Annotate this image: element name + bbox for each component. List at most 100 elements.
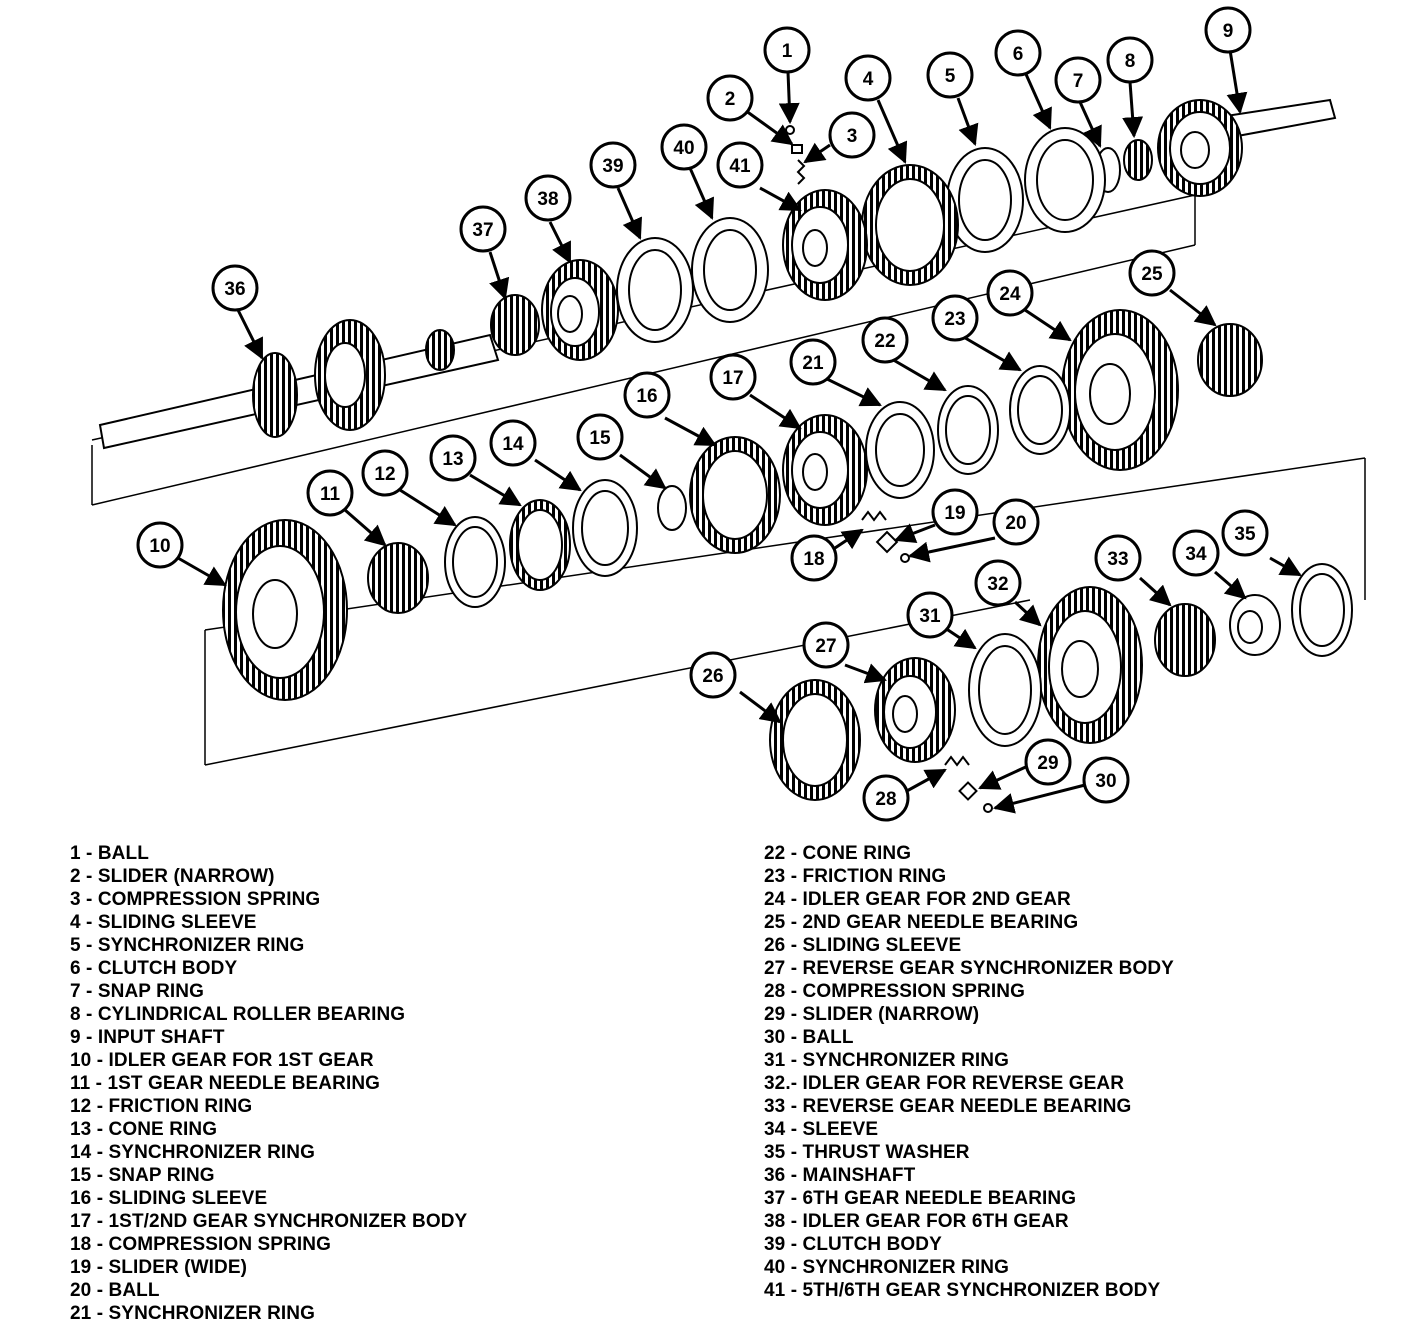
callout-8: 8 [1106, 36, 1154, 84]
legend-item: 23 - FRICTION RING [764, 866, 947, 887]
legend-left-column: 1 - BALL 2 - SLIDER (NARROW) 3 - COMPRES… [70, 842, 467, 1325]
callout-27: 27 [802, 621, 850, 669]
svg-text:22: 22 [874, 331, 895, 352]
legend-item: 18 - COMPRESSION SPRING [70, 1234, 331, 1255]
callout-25: 25 [1128, 249, 1176, 297]
svg-text:15: 15 [589, 428, 611, 449]
roller-bearing-8 [1123, 139, 1153, 181]
legend-item: 30 - BALL [764, 1027, 854, 1048]
svg-text:25: 25 [1141, 264, 1163, 285]
legend-item: 25 - 2ND GEAR NEEDLE BEARING [764, 912, 1079, 933]
slider-19 [875, 530, 899, 554]
svg-text:38: 38 [537, 189, 558, 210]
svg-text:19: 19 [944, 503, 965, 524]
callout-11: 11 [306, 469, 354, 517]
svg-text:13: 13 [442, 449, 463, 470]
legend-item: 28 - COMPRESSION SPRING [764, 981, 1025, 1002]
legend-item: 31 - SYNCHRONIZER RING [764, 1050, 1010, 1071]
svg-text:34: 34 [1185, 544, 1207, 565]
legend-item: 16 - SLIDING SLEEVE [70, 1188, 268, 1209]
svg-text:32: 32 [987, 574, 1008, 595]
svg-text:20: 20 [1005, 513, 1026, 534]
svg-text:3: 3 [847, 126, 858, 147]
callout-39: 39 [589, 141, 637, 189]
ball-20 [900, 553, 910, 563]
svg-text:29: 29 [1037, 753, 1058, 774]
callout-26: 26 [689, 651, 737, 699]
svg-text:5: 5 [945, 66, 956, 87]
callout-17: 17 [709, 353, 757, 401]
legend-item: 7 - SNAP RING [70, 981, 204, 1002]
legend-item: 36 - MAINSHAFT [764, 1165, 916, 1186]
ball-1 [785, 125, 795, 135]
legend-item: 26 - SLIDING SLEEVE [764, 935, 962, 956]
legend-item: 2 - SLIDER (NARROW) [70, 866, 275, 887]
callout-36: 36 [211, 264, 259, 312]
callout-37: 37 [459, 205, 507, 253]
callout-21: 21 [789, 338, 837, 386]
svg-text:27: 27 [815, 636, 836, 657]
callout-31: 31 [906, 591, 954, 639]
callout-1: 1 [763, 26, 811, 74]
callout-24: 24 [986, 269, 1034, 317]
callout-12: 12 [361, 449, 409, 497]
legend-item: 5 - SYNCHRONIZER RING [70, 935, 305, 956]
callout-28: 28 [862, 774, 910, 822]
svg-text:1: 1 [782, 41, 793, 62]
callout-33: 33 [1094, 534, 1142, 582]
legend-item: 37 - 6TH GEAR NEEDLE BEARING [764, 1188, 1077, 1209]
slider-2 [791, 144, 803, 154]
legend-item: 6 - CLUTCH BODY [70, 958, 238, 979]
legend-item: 12 - FRICTION RING [70, 1096, 253, 1117]
svg-text:4: 4 [863, 69, 874, 90]
needle-bearing-11 [367, 542, 429, 614]
svg-text:12: 12 [374, 464, 395, 485]
legend-item: 9 - INPUT SHAFT [70, 1027, 225, 1048]
exploded-view-diagram: 1 2 3 4 5 6 7 8 9 10 11 12 13 14 15 16 1… [91, 6, 1366, 822]
callout-13: 13 [429, 434, 477, 482]
snap-ring-15 [657, 485, 687, 531]
svg-text:18: 18 [803, 549, 824, 570]
legend-item: 38 - IDLER GEAR FOR 6TH GEAR [764, 1211, 1069, 1232]
callout-7: 7 [1054, 56, 1102, 104]
svg-text:8: 8 [1125, 51, 1136, 72]
svg-text:2: 2 [725, 89, 736, 110]
needle-bearing-33 [1154, 603, 1216, 677]
needle-bearing-37 [490, 294, 540, 356]
svg-text:17: 17 [722, 368, 743, 389]
legend-item: 22 - CONE RING [764, 843, 912, 864]
callout-38: 38 [524, 174, 572, 222]
svg-text:30: 30 [1095, 771, 1116, 792]
spring-3 [796, 159, 806, 185]
legend-item: 39 - CLUTCH BODY [764, 1234, 942, 1255]
svg-text:36: 36 [224, 279, 245, 300]
svg-text:14: 14 [502, 434, 524, 455]
svg-text:26: 26 [702, 666, 723, 687]
legend-item: 21 - SYNCHRONIZER RING [70, 1303, 316, 1324]
callout-22: 22 [861, 316, 909, 364]
legend-item: 10 - IDLER GEAR FOR 1ST GEAR [70, 1050, 374, 1071]
legend-item: 32.- IDLER GEAR FOR REVERSE GEAR [764, 1073, 1125, 1094]
svg-text:21: 21 [802, 353, 824, 374]
svg-text:35: 35 [1234, 524, 1256, 545]
callout-41: 41 [716, 141, 764, 189]
callout-2: 2 [706, 74, 754, 122]
svg-text:16: 16 [636, 386, 657, 407]
needle-bearing-25 [1197, 323, 1263, 397]
legend-right-column: 22 - CONE RING 23 - FRICTION RING 24 - I… [764, 842, 1174, 1302]
legend-item: 17 - 1ST/2ND GEAR SYNCHRONIZER BODY [70, 1211, 468, 1232]
svg-text:40: 40 [673, 138, 694, 159]
callout-30: 30 [1082, 756, 1130, 804]
svg-text:28: 28 [875, 789, 896, 810]
callout-34: 34 [1172, 529, 1220, 577]
legend-item: 15 - SNAP RING [70, 1165, 215, 1186]
callout-18: 18 [790, 534, 838, 582]
callout-15: 15 [576, 413, 624, 461]
input-shaft-part [1157, 98, 1337, 197]
ball-30 [983, 803, 993, 813]
svg-text:10: 10 [149, 536, 170, 557]
callout-6: 6 [994, 29, 1042, 77]
legend-item: 14 - SYNCHRONIZER RING [70, 1142, 316, 1163]
legend-item: 33 - REVERSE GEAR NEEDLE BEARING [764, 1096, 1132, 1117]
callout-35: 35 [1221, 509, 1269, 557]
